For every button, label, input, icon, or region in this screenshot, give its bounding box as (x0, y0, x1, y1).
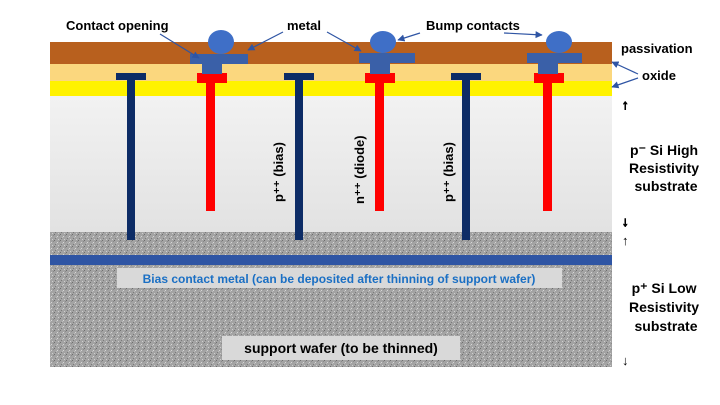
passivation-label: passivation (621, 41, 693, 56)
low-resistivity-substrate (50, 232, 612, 255)
diode-pillar (197, 73, 227, 211)
bump-contact (527, 31, 582, 74)
low-resistivity-span-arrows: ↑ ↓ (622, 233, 629, 368)
diode-pillar (534, 73, 564, 211)
pillar-label-bias: p⁺⁺ (bias) (271, 142, 286, 202)
metal-label: metal (287, 18, 321, 33)
bias-contact-label-box (117, 268, 562, 288)
oxide-layer-lower (50, 81, 612, 96)
bias-contact-metal-layer (50, 255, 612, 265)
diode-pillar (365, 73, 395, 211)
support-wafer-label-box (222, 336, 460, 360)
oxide-label: oxide (642, 68, 676, 83)
bump-contact (359, 31, 415, 74)
high-resistivity-label: p⁻ Si High Resistivity substrate (629, 142, 703, 194)
bias-pillar (284, 73, 314, 240)
annotation-arrows (159, 31, 639, 89)
svg-text:↑: ↑ (622, 97, 629, 112)
bump-contact (190, 30, 248, 74)
support-wafer-label: support wafer (to be thinned) (244, 340, 438, 356)
high-resistivity-span-arrows: ↑ ↓ (622, 97, 630, 230)
bias-contact-label: Bias contact metal (can be deposited aft… (143, 272, 536, 286)
svg-text:↑: ↑ (622, 233, 629, 248)
svg-text:↓: ↓ (622, 214, 629, 229)
contact-opening-label: Contact opening (66, 18, 169, 33)
pillar-label-bias: p⁺⁺ (bias) (441, 142, 456, 202)
high-resistivity-substrate (50, 96, 612, 232)
pillar-label-diode: n⁺⁺ (diode) (352, 135, 367, 204)
svg-text:↓: ↓ (622, 353, 629, 368)
bias-pillar (116, 73, 146, 240)
low-resistivity-label: p⁺ Si Low Resistivity substrate (629, 280, 703, 334)
bump-contacts-label: Bump contacts (426, 18, 520, 33)
bias-pillar (451, 73, 481, 240)
